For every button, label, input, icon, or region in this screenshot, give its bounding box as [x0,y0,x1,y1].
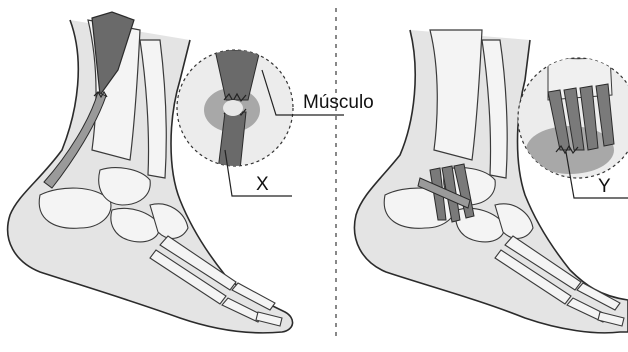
right-foot-panel: Y [354,30,628,333]
x-label: X [256,174,269,195]
right-tibia [430,30,482,160]
y-label: Y [598,176,611,197]
muscle-label: Músculo [303,92,374,113]
left-foot-panel: Músculo X [8,12,374,333]
